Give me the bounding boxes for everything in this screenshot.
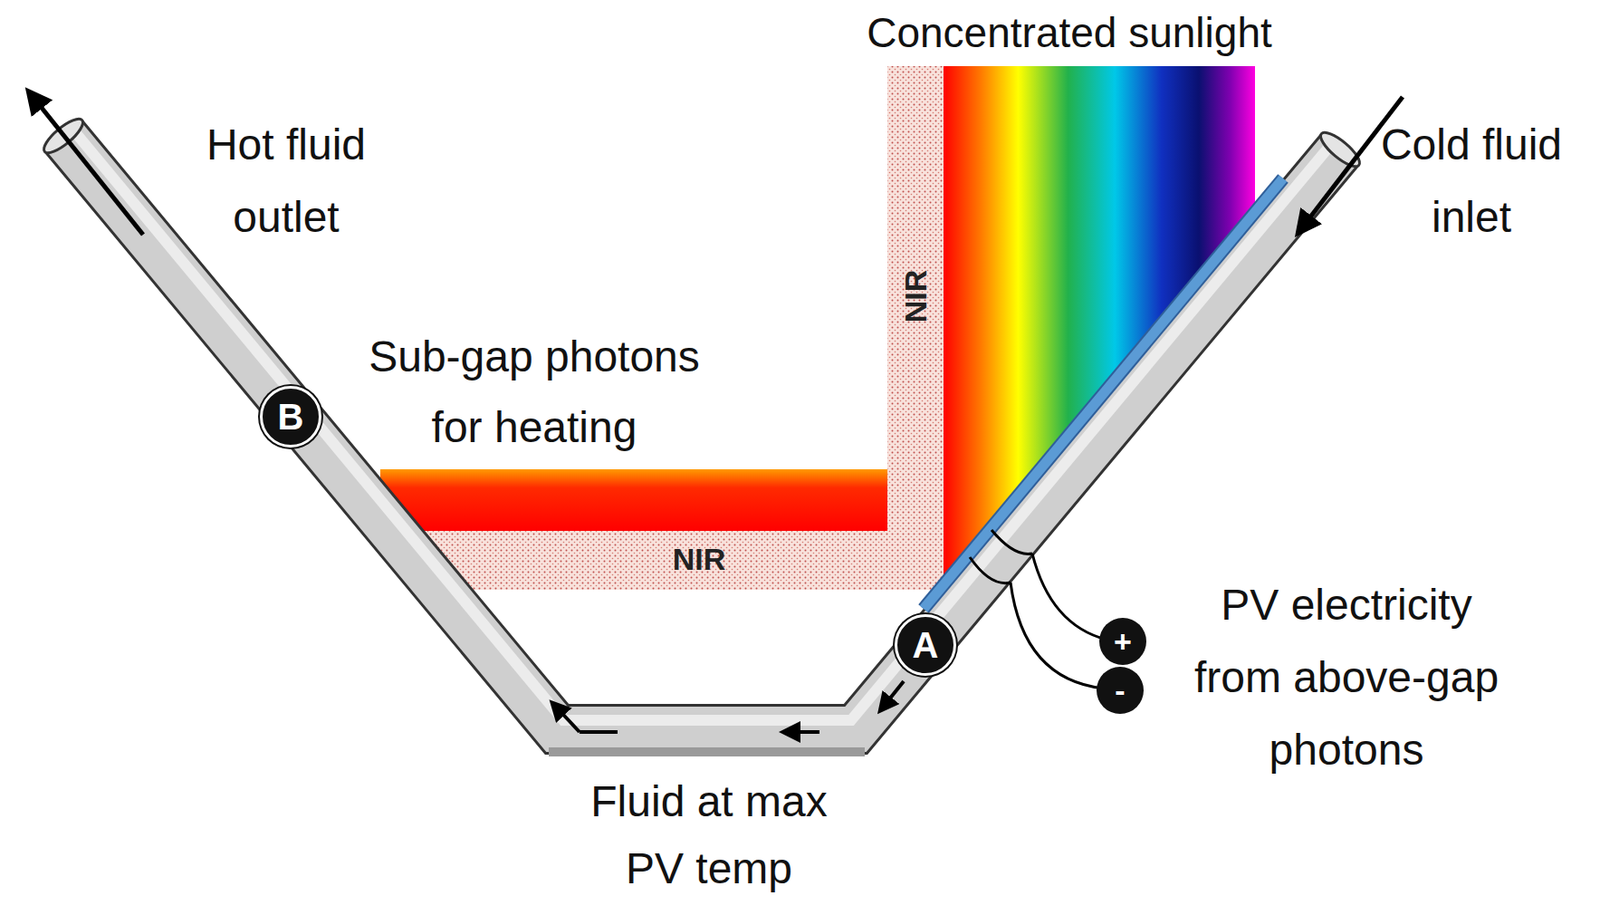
flow-arrow [881, 680, 904, 709]
callout-circle: B [259, 385, 322, 448]
pipe-shade [548, 747, 865, 757]
sub-gap-band [380, 469, 888, 531]
callout-circle: A [894, 613, 957, 676]
fluid-label: Fluid at max PV temp [573, 767, 845, 902]
pv-label: PV electricity from above-gap photons [1188, 568, 1505, 786]
nir-label: NIR [897, 250, 934, 342]
wire [1010, 582, 1104, 689]
nir-label: NIR [644, 540, 754, 577]
pipe-end [1316, 127, 1365, 172]
flow-arrow [785, 729, 820, 734]
callout-text: B [277, 398, 305, 435]
pv-cell [923, 178, 1284, 609]
wire [1032, 553, 1107, 640]
nir-band [425, 66, 944, 590]
pv-cell-edge [923, 178, 1284, 609]
contact-ring [969, 556, 1011, 584]
callout-text: + [1113, 625, 1132, 657]
flow-arrow [554, 704, 580, 732]
outlet-label: Hot fluid outlet [177, 108, 395, 254]
flow-arrow [579, 729, 618, 734]
callout-text: - [1114, 674, 1125, 706]
subgap-label: Sub-gap photons for heating [353, 321, 716, 463]
terminal-minus: - [1096, 666, 1144, 714]
terminal-plus: + [1099, 617, 1147, 665]
contact-ring [991, 529, 1033, 554]
title-label: Concentrated sunlight [815, 7, 1323, 58]
callout-text: A [912, 626, 939, 663]
inlet-label: Cold fluid inlet [1362, 108, 1581, 254]
flow-arrow [30, 94, 144, 235]
